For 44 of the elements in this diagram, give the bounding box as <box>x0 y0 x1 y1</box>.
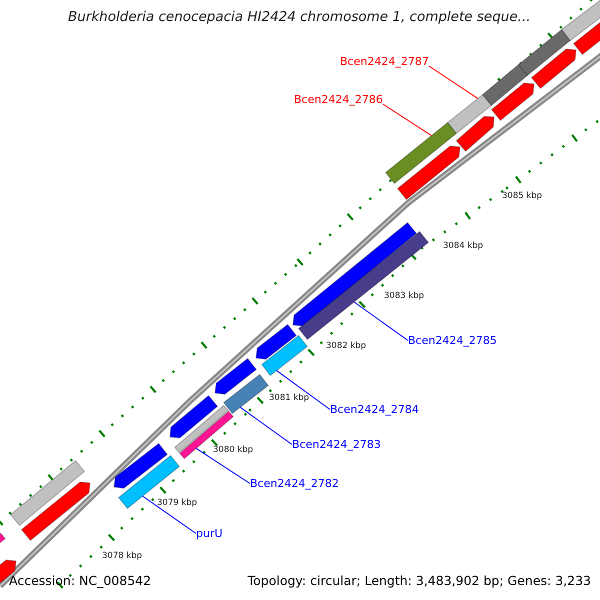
gene-feature <box>223 374 269 414</box>
gene-feature <box>113 442 168 489</box>
scale-label: 3080 kbp <box>213 445 254 455</box>
leader-line <box>142 496 196 534</box>
scale-label: 3078 kbp <box>102 551 142 561</box>
gene-label: Bcen2424_2784 <box>330 403 419 416</box>
gene-label: purU <box>196 527 223 540</box>
scale-label: 3083 kbp <box>384 291 424 301</box>
gene-feature <box>530 48 577 90</box>
gene-label: Bcen2424_2787 <box>340 55 429 68</box>
gene-feature <box>384 122 458 184</box>
gene-label: Bcen2424_2786 <box>294 93 383 106</box>
gene-feature <box>260 334 308 376</box>
gene-feature <box>255 324 297 360</box>
scale-label: 3081 kbp <box>269 393 310 403</box>
scale-label: 3084 kbp <box>443 241 484 251</box>
gene-feature <box>456 116 495 152</box>
leader-line <box>240 406 292 445</box>
leader-line <box>196 448 250 484</box>
gene-feature <box>169 394 218 438</box>
leader-line <box>354 302 408 341</box>
gene-feature <box>20 481 91 542</box>
gene-feature <box>561 0 600 42</box>
gene-label: Bcen2424_2783 <box>292 438 381 451</box>
accession-text: Accession: NC_008542 <box>9 573 152 588</box>
gene-feature <box>482 64 528 106</box>
gene-feature <box>396 145 461 200</box>
gene-feature <box>118 454 180 510</box>
leader-line <box>428 66 478 99</box>
map-title: Burkholderia cenocepacia HI2424 chromosome 1, complete seque... <box>68 9 531 25</box>
scale-label: 3082 kbp <box>326 341 366 351</box>
leader-line <box>276 370 330 410</box>
gene-label: Bcen2424_2782 <box>250 477 339 490</box>
gene-feature <box>214 358 258 395</box>
gene-feature <box>518 28 572 76</box>
gene-feature <box>490 82 535 122</box>
gene-label: Bcen2424_2785 <box>408 334 497 347</box>
gene-feature <box>10 460 86 526</box>
scale-label: 3085 kbp <box>502 191 542 201</box>
summary-text: Topology: circular; Length: 3,483,902 bp; Genes: 3,233 <box>248 573 591 588</box>
leader-line <box>382 104 432 136</box>
gene-feature <box>179 410 234 460</box>
scale-label: 3079 kbp <box>157 498 198 508</box>
gene-feature <box>446 94 492 134</box>
